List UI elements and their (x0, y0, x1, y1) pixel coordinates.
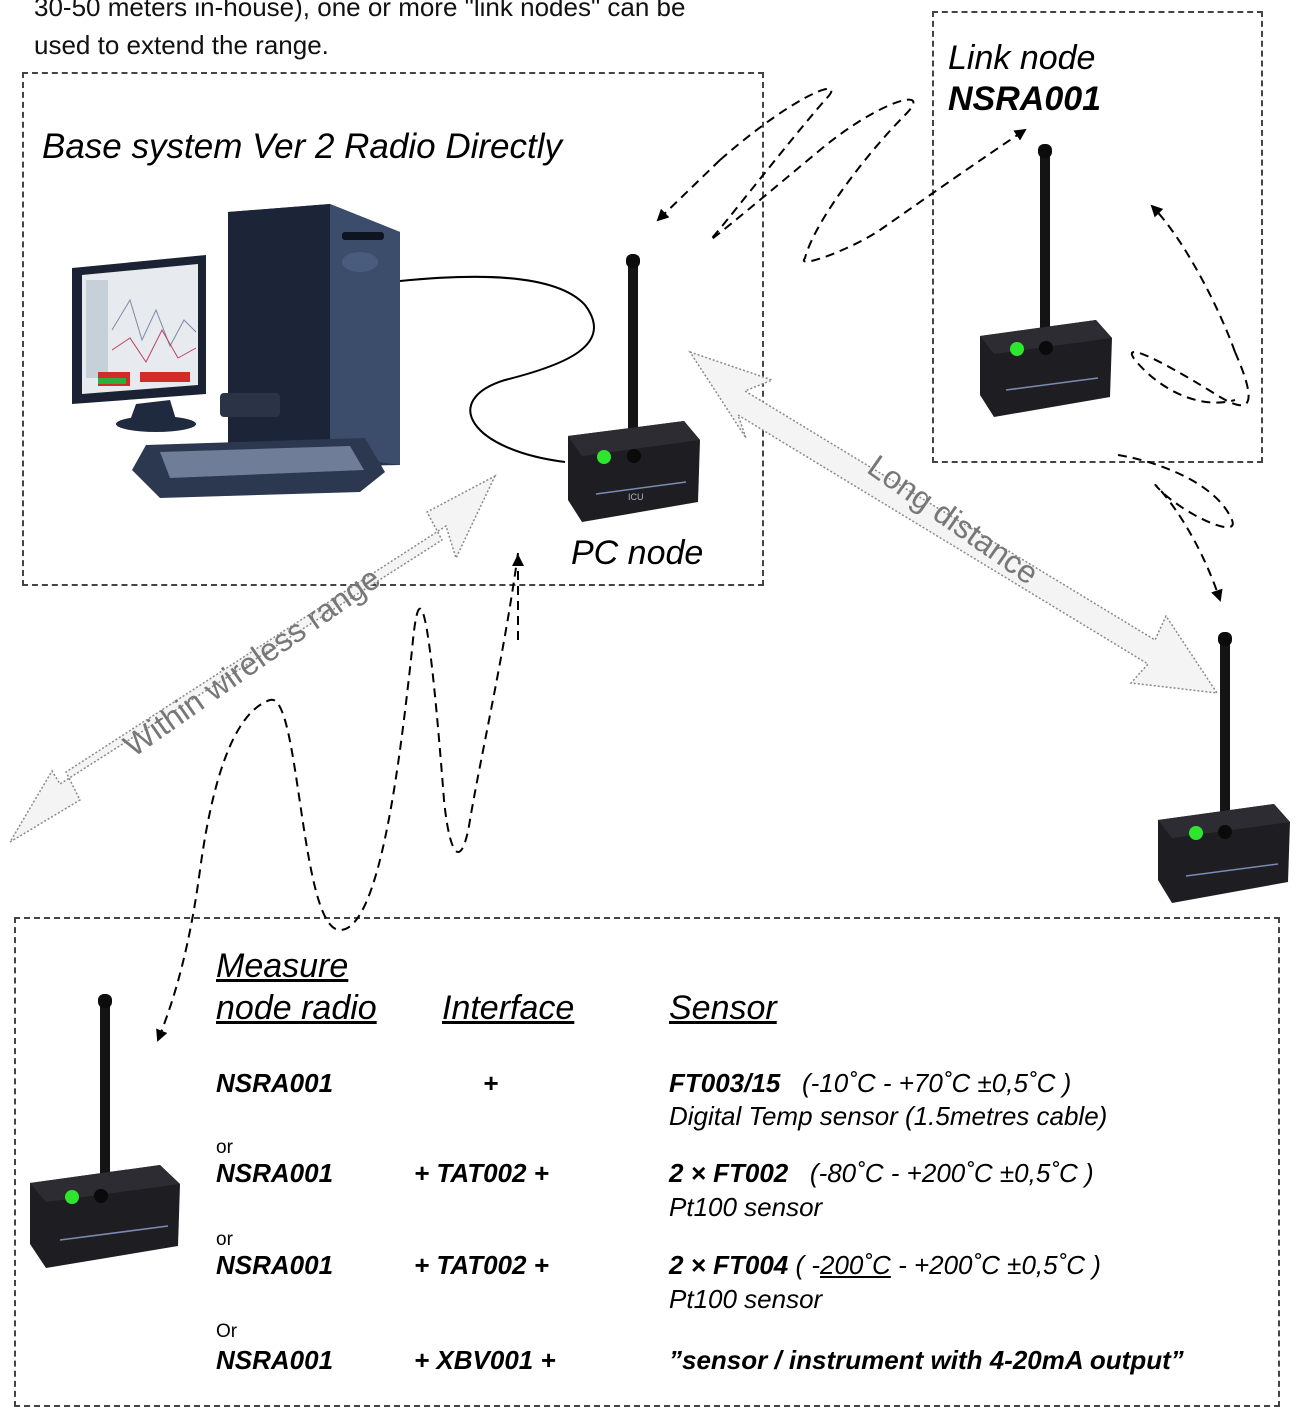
row2-or: or (216, 1137, 233, 1158)
link-node-label: Link node (948, 39, 1096, 77)
usb-cable (399, 275, 595, 463)
computer-keyboard (132, 393, 385, 498)
row2-sensor: 2 × FT002 (-80˚C - +200˚C ±0,5˚C ) (669, 1158, 1094, 1189)
header-measure-line1: Measure (216, 947, 349, 985)
within-range-arrow (9, 474, 497, 843)
long-distance-arrow (688, 350, 1219, 694)
row1-sensor-desc: Digital Temp sensor (1.5metres cable) (669, 1101, 1108, 1131)
remote-node-device (1158, 632, 1290, 903)
row4-radio: NSRA001 (216, 1345, 334, 1375)
base-system-title: Base system Ver 2 Radio Directly (42, 127, 562, 166)
row3-sensor-model: 2 × FT004 (669, 1250, 789, 1280)
row4-interface: + XBV001 + (414, 1345, 556, 1375)
row3-sensor-desc: Pt100 sensor (669, 1284, 823, 1314)
computer-monitor (72, 255, 206, 432)
wireless-links (156, 87, 1250, 1042)
row2-sensor-model: 2 × FT002 (669, 1158, 789, 1188)
row3-or: or (216, 1229, 233, 1250)
row1-sensor-range: (-10˚C - +70˚C ±0,5˚C ) (801, 1068, 1072, 1098)
row1-sensor-model: FT003/15 (669, 1068, 781, 1098)
row2-sensor-range: (-80˚C - +200˚C ±0,5˚C ) (809, 1158, 1094, 1188)
row3-sensor: 2 × FT004 ( -200˚C - +200˚C ±0,5˚C ) (669, 1250, 1101, 1281)
link-node-device (980, 144, 1112, 417)
row1-radio: NSRA001 (216, 1068, 334, 1098)
row4-or: Or (216, 1321, 238, 1342)
row2-interface: + TAT002 + (414, 1158, 549, 1188)
header-interface: Interface (442, 989, 575, 1027)
row3-radio: NSRA001 (216, 1250, 334, 1280)
header-measure-line2: node radio (216, 989, 377, 1027)
base-system-box (22, 72, 764, 586)
intro-line-2: used to extend the range. (34, 30, 329, 60)
row2-radio: NSRA001 (216, 1158, 334, 1188)
row3-range-pre: ( - (795, 1250, 821, 1280)
pc-node-device: ICU (568, 254, 700, 522)
row3-range-underlined: 200˚C (820, 1250, 891, 1280)
row3-range-post: - +200˚C ±0,5˚C ) (890, 1250, 1101, 1280)
row3-interface: + TAT002 + (414, 1250, 549, 1280)
row4-sensor: ”sensor / instrument with 4-20mA output” (669, 1345, 1184, 1375)
row1-sensor: FT003/15 (-10˚C - +70˚C ±0,5˚C ) (669, 1068, 1071, 1099)
link-node-model: NSRA001 (948, 80, 1102, 118)
computer-tower (228, 204, 400, 468)
link-node-box (932, 11, 1263, 463)
measure-node-device (30, 994, 180, 1268)
row2-sensor-desc: Pt100 sensor (669, 1192, 823, 1222)
header-sensor: Sensor (669, 989, 777, 1027)
svg-text:ICU: ICU (628, 492, 644, 502)
row1-interface: + (483, 1068, 499, 1098)
pc-node-label: PC node (571, 534, 704, 572)
intro-line-1: 30-50 meters in-house), one or more "lin… (34, 0, 686, 22)
